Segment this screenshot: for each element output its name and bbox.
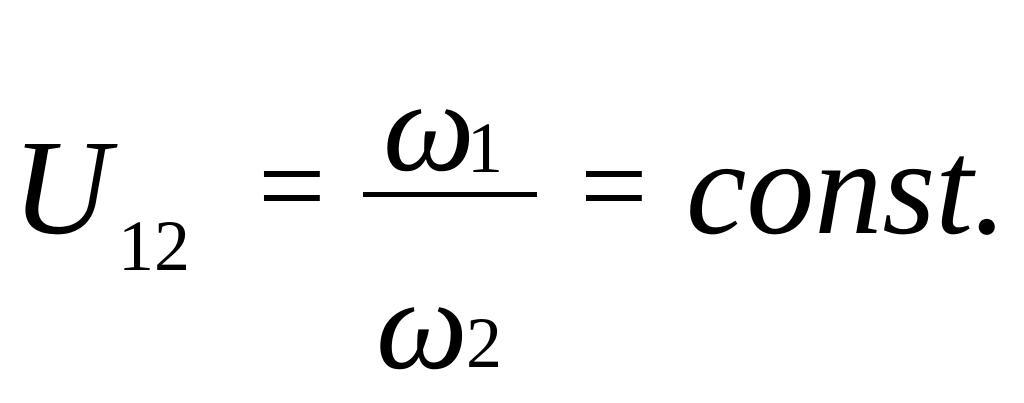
denominator-omega: ω (376, 253, 468, 397)
constant-term: const. (686, 113, 1008, 263)
denominator-subscript: 2 (466, 303, 502, 383)
numerator-subscript: 1 (467, 108, 503, 188)
ratio-symbol: U (12, 113, 111, 263)
numerator-omega: ω (383, 55, 475, 199)
equals-sign-2: = (580, 119, 648, 252)
fraction-bar (363, 192, 537, 197)
ratio-subscript: 12 (118, 206, 190, 286)
equals-sign-1: = (258, 119, 326, 252)
